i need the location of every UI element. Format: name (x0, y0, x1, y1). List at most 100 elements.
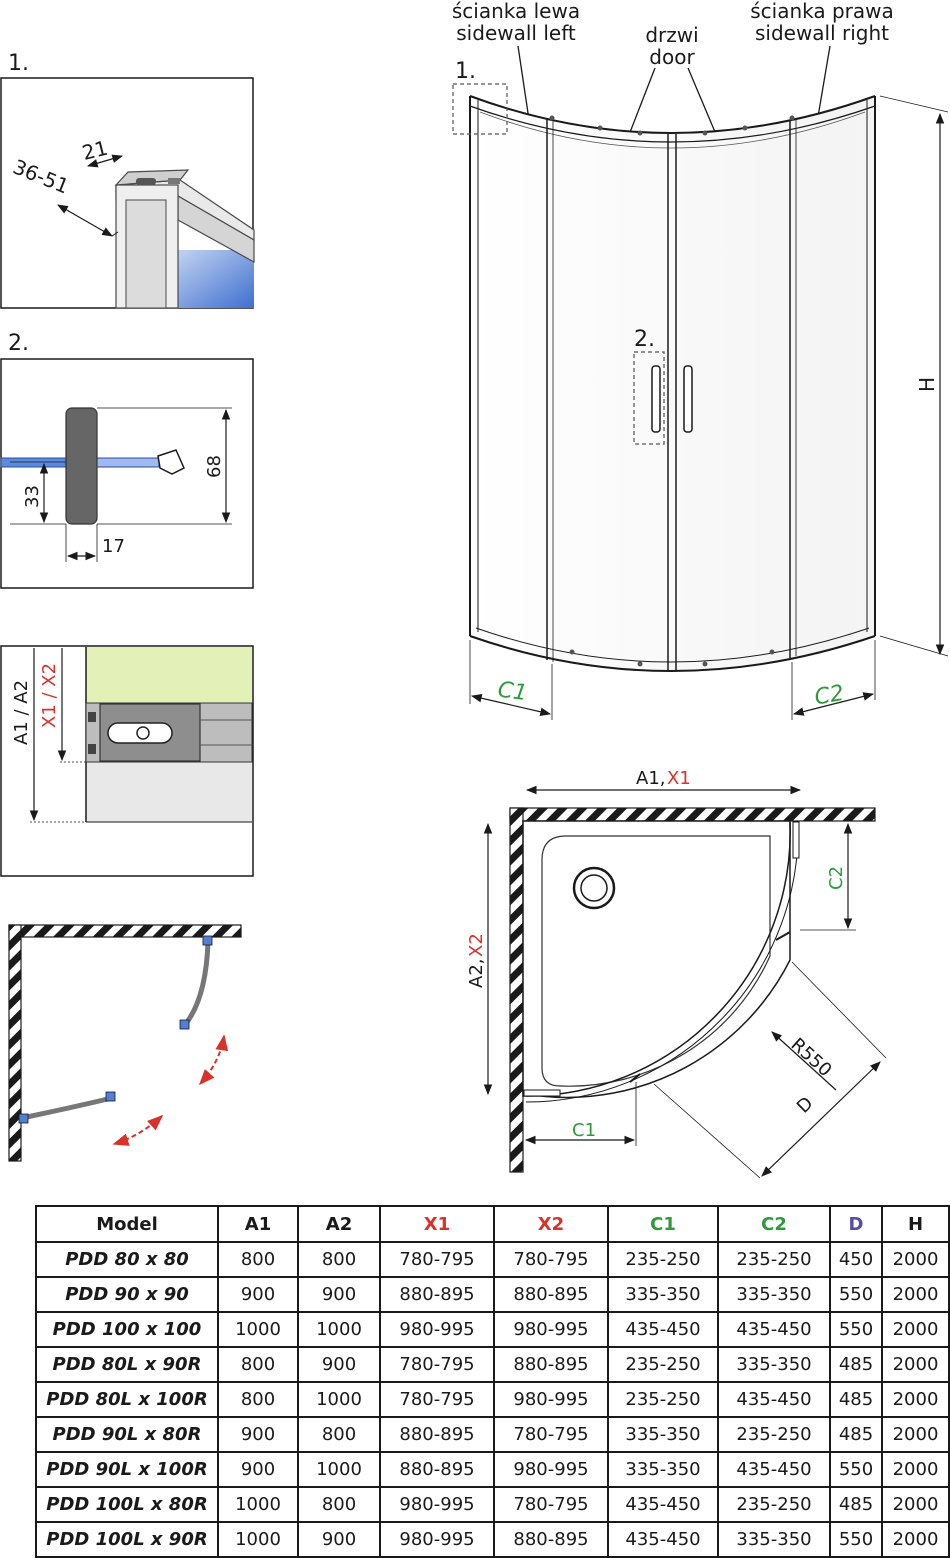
cell-x2: 980-995 (493, 1381, 609, 1418)
plan-dim-radius: R550 (787, 1034, 836, 1081)
cell-h: 2000 (881, 1241, 950, 1278)
cell-x2: 880-895 (493, 1276, 609, 1313)
plan-dim-c1: C1 (572, 1120, 596, 1141)
callout-box-1 (452, 83, 508, 135)
plan-dim-x2: X2 (466, 933, 487, 957)
cell-c1: 435-450 (607, 1521, 719, 1558)
cell-a1: 800 (217, 1381, 299, 1418)
cell-a2: 800 (297, 1486, 381, 1523)
cell-model: PDD 100L x 80R (35, 1486, 219, 1523)
cell-c2: 435-450 (717, 1381, 831, 1418)
header-model: Model (35, 1205, 219, 1243)
header-d: D (829, 1205, 883, 1243)
detail-3-label-x: X1 / X2 (39, 663, 60, 728)
callout-2: 2. (634, 327, 655, 352)
cell-d: 485 (829, 1416, 883, 1453)
cell-c1: 235-250 (607, 1346, 719, 1383)
cell-a1: 900 (217, 1416, 299, 1453)
front-dim-c1: C1 (496, 677, 529, 706)
cell-model: PDD 90 x 90 (35, 1276, 219, 1313)
cell-h: 2000 (881, 1451, 950, 1488)
cell-model: PDD 100 x 100 (35, 1311, 219, 1348)
cell-c1: 435-450 (607, 1486, 719, 1523)
door-handle-right (683, 365, 693, 433)
plan-dim-d: D (793, 1093, 818, 1118)
sidewall-left-label-pl: ścianka lewa (452, 0, 580, 23)
cell-model: PDD 80L x 100R (35, 1381, 219, 1418)
cell-model: PDD 90L x 100R (35, 1451, 219, 1488)
cell-d: 550 (829, 1451, 883, 1488)
cell-x2: 880-895 (493, 1346, 609, 1383)
sidewall-left-label-en: sidewall left (456, 21, 576, 45)
cell-x2: 880-895 (493, 1521, 609, 1558)
cell-x1: 980-995 (379, 1311, 495, 1348)
cell-a2: 800 (297, 1241, 381, 1278)
detail-1-dim-a: 21 (80, 136, 111, 165)
cell-d: 485 (829, 1486, 883, 1523)
cell-h: 2000 (881, 1276, 950, 1313)
cell-h: 2000 (881, 1311, 950, 1348)
cell-c1: 335-350 (607, 1451, 719, 1488)
cell-d: 485 (829, 1346, 883, 1383)
header-a2: A2 (297, 1205, 381, 1243)
detail-2-number: 2. (8, 331, 29, 356)
handle-bar (65, 407, 98, 525)
front-view: ścianka lewa sidewall left drzwi door śc… (452, 0, 949, 720)
cell-x2: 980-995 (493, 1451, 609, 1488)
cell-c1: 335-350 (607, 1416, 719, 1453)
header-h: H (881, 1205, 950, 1243)
cell-x2: 980-995 (493, 1311, 609, 1348)
callout-1: 1. (455, 59, 476, 84)
door-label-en: door (649, 45, 695, 69)
cell-h: 2000 (881, 1381, 950, 1418)
dim-h: H (915, 377, 939, 392)
cell-c1: 435-450 (607, 1311, 719, 1348)
detail-1-number: 1. (8, 51, 29, 76)
detail-2-dim-height: 68 (204, 455, 225, 478)
cell-a1: 800 (217, 1241, 299, 1278)
cell-c1: 235-250 (607, 1241, 719, 1278)
plan-dim-a2: A2, (466, 959, 487, 989)
cell-d: 550 (829, 1521, 883, 1558)
header-x2: X2 (493, 1205, 609, 1243)
plan-dim-c2: C2 (826, 866, 847, 890)
header-c1: C1 (607, 1205, 719, 1243)
detail-4-opening-schematic (8, 924, 242, 1162)
cell-model: PDD 90L x 80R (35, 1416, 219, 1453)
cell-model: PDD 80 x 80 (35, 1241, 219, 1278)
cell-c2: 435-450 (717, 1451, 831, 1488)
door-label-pl: drzwi (645, 23, 698, 47)
plan-dim-x1: X1 (667, 768, 691, 789)
cell-c1: 335-350 (607, 1276, 719, 1313)
cell-x1: 780-795 (379, 1381, 495, 1418)
cell-a1: 1000 (217, 1311, 299, 1348)
profile-drawing (114, 169, 255, 309)
callout-box-2 (633, 351, 665, 445)
cell-a2: 900 (297, 1521, 381, 1558)
cell-a2: 900 (297, 1276, 381, 1313)
cell-x2: 780-795 (493, 1416, 609, 1453)
cell-h: 2000 (881, 1521, 950, 1558)
cell-x1: 980-995 (379, 1486, 495, 1523)
cell-h: 2000 (881, 1486, 950, 1523)
cell-c2: 235-250 (717, 1241, 831, 1278)
cell-a2: 1000 (297, 1311, 381, 1348)
cell-c2: 335-350 (717, 1276, 831, 1313)
plan-dim-a1: A1, (636, 768, 666, 789)
cell-x2: 780-795 (493, 1486, 609, 1523)
detail-3-label-a: A1 / A2 (11, 680, 32, 745)
cell-x1: 880-895 (379, 1451, 495, 1488)
cell-d: 550 (829, 1276, 883, 1313)
detail-2-dim-width: 17 (102, 536, 125, 557)
cell-model: PDD 100L x 90R (35, 1521, 219, 1558)
cell-c2: 435-450 (717, 1311, 831, 1348)
table-header-row: Model A1 A2 X1 X2 C1 C2 D H (35, 1205, 950, 1243)
